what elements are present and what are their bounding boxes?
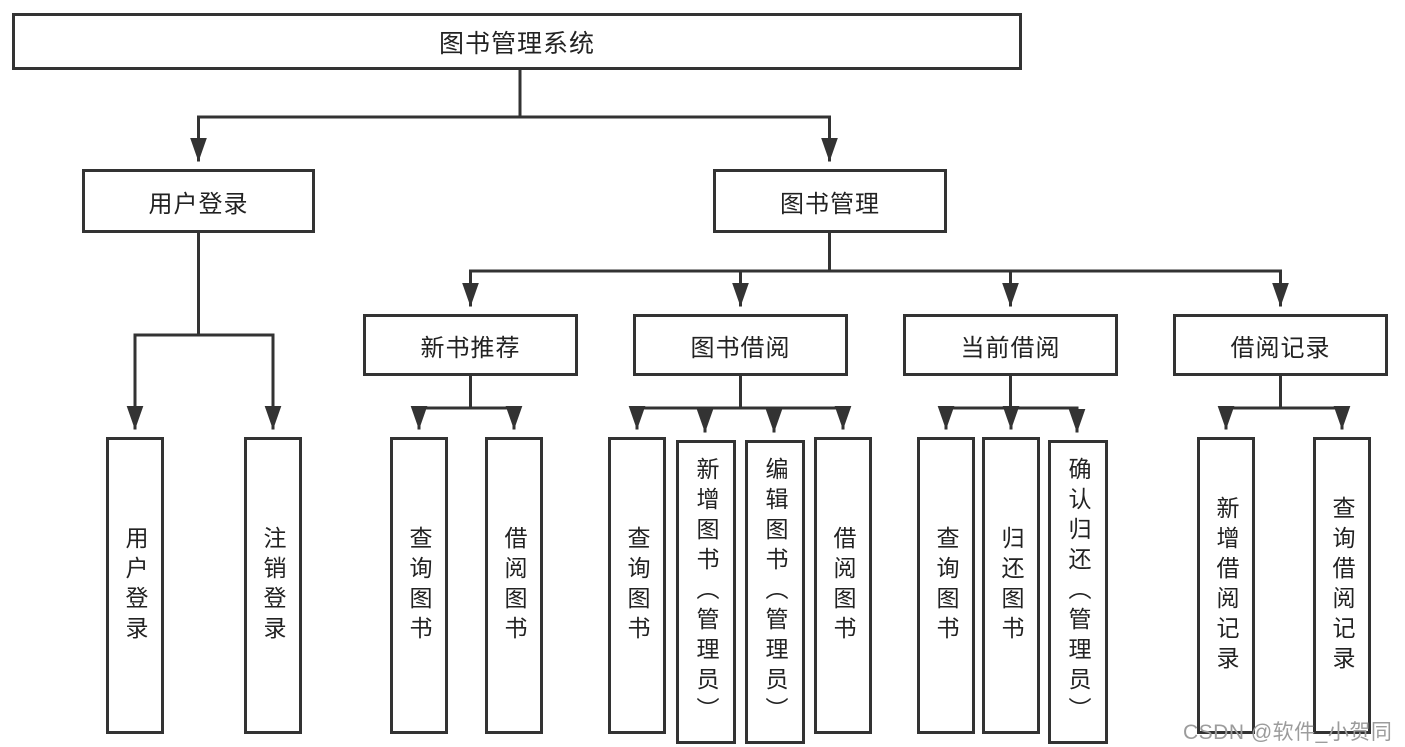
node-current-borrow: 当前借阅	[903, 314, 1118, 376]
leaf-add-borrow-record: 新增借阅记录	[1197, 437, 1255, 734]
node-book-borrow: 图书借阅	[633, 314, 848, 376]
node-book-management: 图书管理	[713, 169, 947, 233]
node-library-system: 图书管理系统	[12, 13, 1022, 70]
leaf-current-query-books: 查询图书	[917, 437, 975, 734]
leaf-edit-books-admin: 编辑图书（管理员）	[745, 440, 805, 744]
leaf-borrow-books: 借阅图书	[814, 437, 872, 734]
node-borrow-records: 借阅记录	[1173, 314, 1388, 376]
leaf-recommend-query-books: 查询图书	[390, 437, 448, 734]
watermark: CSDN @软件_小贺同学	[1183, 721, 1393, 744]
leaf-confirm-return-admin: 确认归还（管理员）	[1048, 440, 1108, 744]
node-user-login: 用户登录	[82, 169, 315, 233]
leaf-add-books-admin: 新增图书（管理员）	[676, 440, 736, 744]
leaf-logout: 注销登录	[244, 437, 302, 734]
leaf-query-borrow-record: 查询借阅记录	[1313, 437, 1371, 734]
node-new-book-recommend: 新书推荐	[363, 314, 578, 376]
leaf-borrow-query-books: 查询图书	[608, 437, 666, 734]
leaf-return-books: 归还图书	[982, 437, 1040, 734]
leaf-user-login: 用户登录	[106, 437, 164, 734]
leaf-recommend-borrow-books: 借阅图书	[485, 437, 543, 734]
